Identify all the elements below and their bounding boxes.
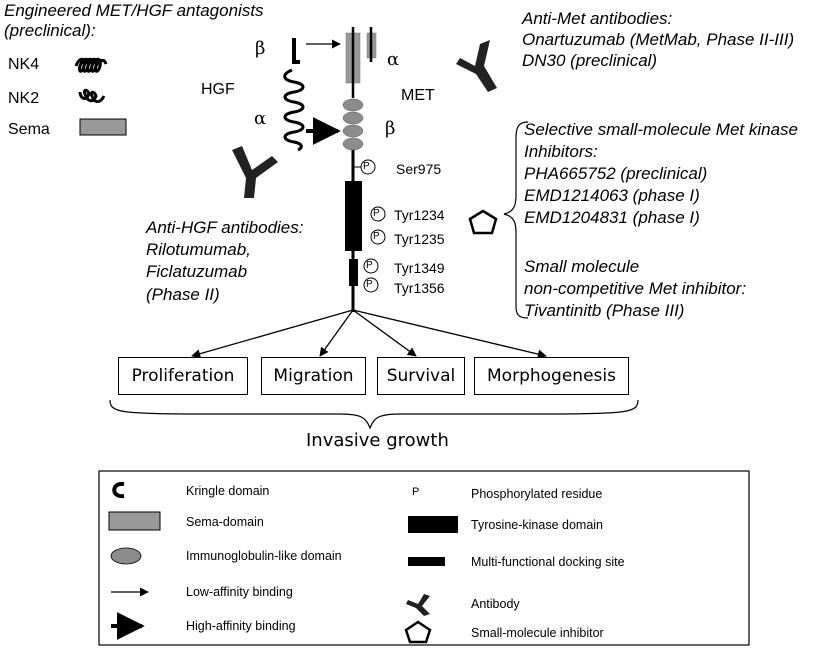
anti-hgf-line1: Anti-HGF antibodies: bbox=[146, 218, 304, 237]
met-receptor bbox=[342, 27, 377, 312]
legend-ig-label: Immunoglobulin-like domain bbox=[186, 549, 342, 563]
hgf-beta-label: β bbox=[255, 38, 266, 59]
kinase-inhibitors-line4: EMD1214063 (phase I) bbox=[524, 186, 700, 205]
anti-met-line3: DN30 (preclinical) bbox=[522, 51, 658, 70]
residue-tyr1349: Tyr1349 bbox=[394, 260, 445, 276]
antibody-icon-anti-hgf bbox=[232, 146, 278, 198]
sema-domain-icon bbox=[79, 118, 127, 136]
phospho-symbol-tyr1349: P bbox=[366, 260, 373, 271]
phospho-symbol-tyr1356: P bbox=[366, 279, 373, 290]
legend-inhibitor-label: Small-molecule inhibitor bbox=[471, 626, 604, 640]
outcome-migration: Migration bbox=[261, 357, 366, 395]
legend-docking-icon bbox=[408, 557, 445, 566]
antibody-icon-anti-met bbox=[456, 40, 497, 92]
kinase-inhibitors-line3: PHA665752 (preclinical) bbox=[524, 164, 708, 183]
nk4-kringle-icon bbox=[74, 57, 108, 73]
residue-tyr1235: Tyr1235 bbox=[394, 231, 445, 247]
inhibitor-brace bbox=[503, 121, 529, 319]
antagonist-sema: Sema bbox=[8, 121, 50, 138]
phospho-symbol-tyr1234: P bbox=[373, 208, 380, 219]
legend-kringle-label: Kringle domain bbox=[186, 484, 270, 498]
anti-met-line1: Anti-Met antibodies: bbox=[522, 9, 673, 28]
kinase-inhibitors-line5: EMD1204831 (phase I) bbox=[524, 208, 700, 227]
antagonists-title-line2: (preclinical): bbox=[4, 21, 96, 40]
residue-tyr1234: Tyr1234 bbox=[394, 207, 445, 223]
noncompetitive-line1: Small molecule bbox=[524, 257, 640, 276]
phospho-symbol-ser975: P bbox=[363, 161, 370, 172]
anti-hgf-line4: (Phase II) bbox=[146, 285, 220, 304]
legend-antibody-label: Antibody bbox=[471, 597, 520, 611]
outcome-proliferation: Proliferation bbox=[118, 357, 248, 395]
outcome-morphogenesis: Morphogenesis bbox=[474, 357, 629, 395]
legend-kinase-icon bbox=[408, 516, 458, 533]
outcome-survival: Survival bbox=[377, 357, 465, 395]
signal-arrows bbox=[191, 309, 547, 359]
legend-phospho-symbol: P bbox=[412, 486, 420, 498]
hgf-alpha-label: α bbox=[254, 108, 267, 129]
invasive-growth-label: Invasive growth bbox=[306, 430, 449, 451]
legend-sema-icon bbox=[108, 511, 161, 531]
legend-phospho-label: Phosphorylated residue bbox=[471, 487, 603, 501]
legend-kringle-icon bbox=[112, 481, 125, 499]
noncompetitive-line3: Tivantinitb (Phase III) bbox=[524, 301, 685, 320]
legend-pentagon-icon bbox=[404, 620, 432, 644]
outcome-brace bbox=[109, 399, 639, 430]
phospho-symbol-tyr1235: P bbox=[373, 231, 380, 242]
legend-kinase-label: Tyrosine-kinase domain bbox=[471, 518, 604, 532]
legend-low-affinity-label: Low-affinity binding bbox=[186, 585, 293, 599]
kinase-inhibitors-line2: Inhibitors: bbox=[524, 142, 598, 161]
antagonist-nk4: NK4 bbox=[8, 56, 40, 73]
anti-hgf-line3: Ficlatuzumab bbox=[146, 262, 248, 281]
antagonists-title-line1: Engineered MET/HGF antagonists bbox=[4, 1, 264, 20]
residue-tyr1356: Tyr1356 bbox=[394, 280, 445, 296]
met-beta-label: β bbox=[385, 118, 396, 139]
legend-ig-icon bbox=[110, 547, 142, 565]
hgf-label: HGF bbox=[201, 81, 235, 98]
anti-met-line2: Onartuzumab (MetMab, Phase II-III) bbox=[522, 30, 795, 49]
pentagon-icon-inhibitor bbox=[468, 209, 498, 235]
legend-sema-label: Sema-domain bbox=[186, 515, 264, 529]
legend-high-affinity-label: High-affinity binding bbox=[186, 619, 296, 633]
kinase-inhibitors-line1: Selective small-molecule Met kinase bbox=[524, 120, 798, 139]
met-alpha-label: α bbox=[387, 49, 400, 70]
nk2-kringle-icon bbox=[78, 88, 106, 104]
hgf-molecule bbox=[283, 38, 305, 152]
antagonist-nk2: NK2 bbox=[8, 90, 40, 107]
residue-ser975: Ser975 bbox=[396, 161, 442, 177]
legend-antibody-icon bbox=[406, 594, 430, 616]
legend-docking-label: Multi-functional docking site bbox=[471, 555, 625, 569]
anti-hgf-line2: Rilotumumab, bbox=[146, 240, 251, 259]
met-label: MET bbox=[401, 87, 435, 104]
noncompetitive-line2: non-competitive Met inhibitor: bbox=[524, 279, 747, 298]
